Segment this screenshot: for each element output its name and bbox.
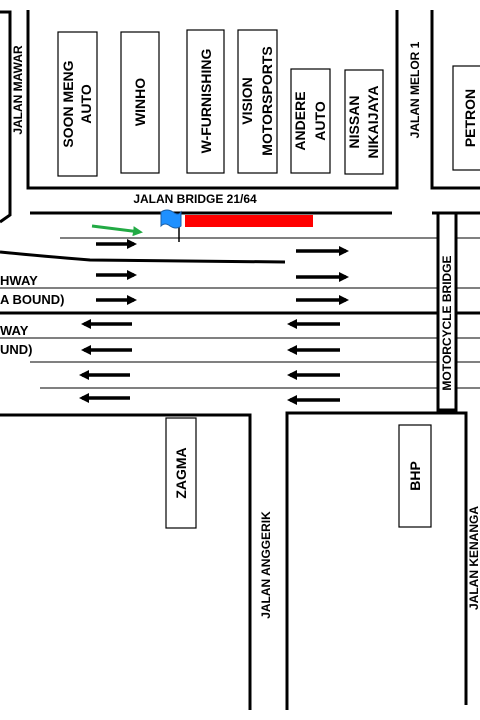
shop-box-bhp	[398, 424, 432, 528]
shop-box-w-furnishing	[186, 29, 225, 174]
flag-marker-icon	[160, 209, 182, 242]
shop-label-line2: AUTO	[312, 101, 328, 141]
shop-box-nissan	[344, 69, 384, 175]
shop-label-line2: NIKAIJAYA	[365, 86, 381, 159]
highway-label-line4: UND)	[0, 342, 33, 357]
shop-label-line1: NISSAN	[346, 96, 362, 149]
east-block-outline	[430, 10, 480, 190]
street-label-motorcycle-bridge: MOTORCYCLE BRIDGE	[440, 255, 454, 390]
shop-box-petron	[452, 65, 480, 171]
street-label-jalan-anggerik: JALAN ANGGERIK	[259, 511, 273, 619]
slip-road-line	[0, 250, 286, 264]
south-east-block-outline	[285, 411, 468, 710]
red-marker-bar	[185, 215, 313, 227]
north-block-outline	[26, 10, 399, 190]
shop-label-bhp: BHP	[407, 461, 423, 491]
shop-box-vision	[237, 29, 278, 174]
shop-label-zagma: ZAGMA	[173, 447, 189, 498]
shop-box-andere	[290, 68, 331, 174]
shop-label-line1: WINHO	[132, 78, 148, 126]
street-label-jalan-kenanga: JALAN KENANGA	[467, 506, 480, 610]
shop-box-winho	[120, 31, 160, 174]
shop-box-soon-meng	[57, 31, 98, 177]
south-west-block-outline	[0, 413, 252, 710]
shop-label-line1: W-FURNISHING	[198, 49, 214, 154]
street-label-jalan-mawar: JALAN MAWAR	[11, 45, 25, 135]
highway-label-line1: HWAY	[0, 273, 38, 288]
green-arrow-icon	[91, 224, 143, 237]
shop-label-line2: AUTO	[78, 84, 94, 124]
shop-label-line2: MOTORSPORTS	[259, 46, 275, 155]
highway-label-line2: A BOUND)	[0, 292, 65, 307]
highway-label-line3: WAY	[0, 323, 29, 338]
shop-box-zagma	[165, 417, 197, 529]
shop-label-line1: VISION	[239, 77, 255, 124]
shop-label-petron: PETRON	[462, 89, 478, 147]
street-label-jalan-bridge: JALAN BRIDGE 21/64	[133, 192, 257, 206]
west-block-outline	[0, 10, 12, 224]
shop-label-line1: SOON MENG	[60, 60, 76, 147]
shop-label-line1: ANDERE	[292, 91, 308, 150]
street-label-jalan-melor: JALAN MELOR 1	[408, 41, 422, 138]
motorcycle-bridge	[436, 211, 458, 412]
